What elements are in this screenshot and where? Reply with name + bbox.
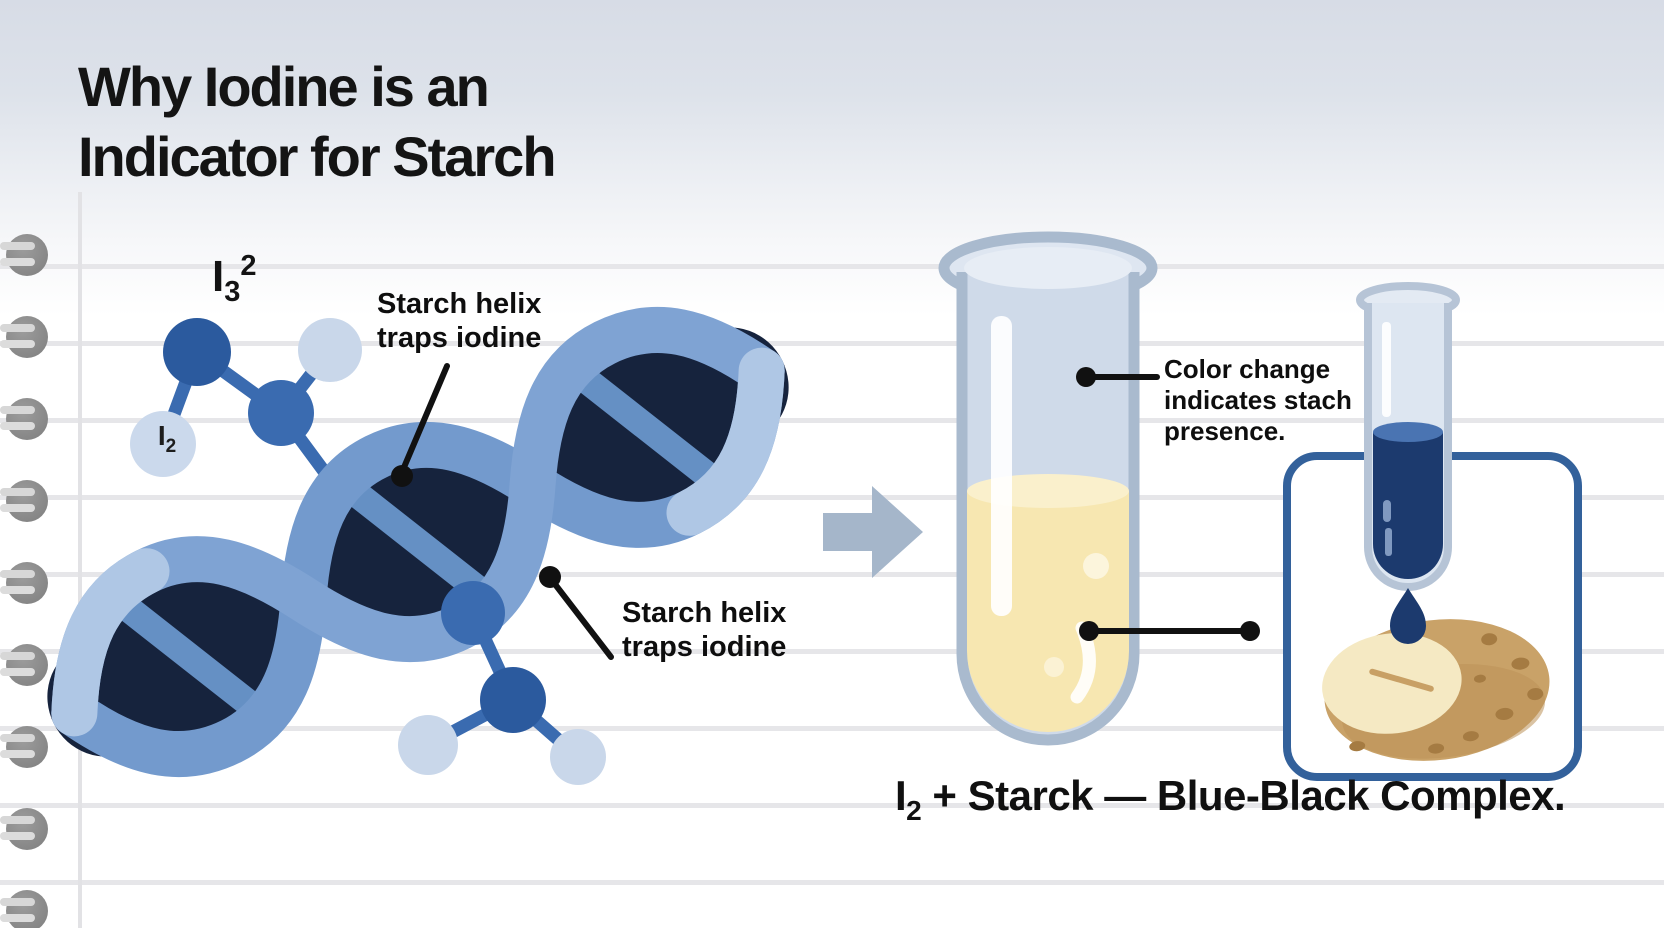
glass-highlight <box>991 316 1012 616</box>
iodine-molecule-label: I2 <box>146 420 188 457</box>
callout-line-text: presence. <box>1164 416 1286 446</box>
solution-surface <box>1373 422 1443 442</box>
iodine-atom <box>248 380 314 446</box>
potato-spot <box>1349 741 1366 752</box>
ruled-line <box>0 803 1664 808</box>
spiral-ring-icon <box>0 808 48 852</box>
starch-helix <box>47 306 789 778</box>
potato-spot <box>1428 743 1445 754</box>
potato-spot <box>1511 657 1530 670</box>
molecule-iodine-bottom <box>398 581 606 785</box>
equation-species: I <box>895 772 907 819</box>
helix-callout-top: Starch helix traps iodine <box>377 287 541 355</box>
callout-line-text: traps iodine <box>377 322 542 354</box>
equation-remainder: + Starck — Blue-Black Complex. <box>921 772 1566 819</box>
spiral-ring-icon <box>0 398 48 442</box>
potato-spot <box>1462 731 1479 742</box>
molecule-bonds <box>156 343 350 504</box>
iodine-atom-dark <box>480 667 546 733</box>
title-line-1: Why Iodine is an <box>78 55 490 118</box>
callout-line-text: Starch helix <box>377 288 542 320</box>
reaction-equation: I2 + Starck — Blue-Black Complex. <box>895 772 1566 826</box>
ruled-line <box>0 264 1664 269</box>
helix-strand-highlight <box>666 347 785 536</box>
callout-line <box>399 363 450 475</box>
callout-lines <box>391 363 1260 660</box>
page-title: Why Iodine is an Indicator for Starch <box>78 52 557 192</box>
potato-spot <box>1473 674 1486 683</box>
test-tube-navy <box>1356 282 1460 591</box>
spiral-ring-icon <box>0 890 48 928</box>
equation-subscript: 2 <box>906 795 922 826</box>
bubble <box>1083 553 1109 579</box>
ruled-line <box>0 572 1664 577</box>
callout-line <box>548 576 614 660</box>
iodine-atom <box>441 581 505 645</box>
iodine-subscript: 2 <box>165 436 177 457</box>
callout-dot <box>1240 621 1260 641</box>
bubble <box>1044 657 1064 677</box>
spiral-ring-icon <box>0 480 48 524</box>
callout-dot <box>539 566 561 588</box>
triiodide-subscript: 3 <box>224 276 241 308</box>
potato-slit <box>1369 668 1434 692</box>
spiral-ring-icon <box>0 726 48 770</box>
triiodide-label: I32 <box>212 250 257 308</box>
callout-line-text: traps iodine <box>622 631 787 663</box>
helix-strand-highlight <box>51 548 170 737</box>
arrow-right-icon <box>823 486 923 578</box>
title-line-2: Indicator for Starch <box>78 125 557 188</box>
callout-dot <box>391 465 413 487</box>
liquid-highlight <box>1385 528 1392 556</box>
spiral-ring-icon <box>0 644 48 688</box>
color-change-callout: Color change indicates stach presence. <box>1164 354 1352 447</box>
test-tube-yellow <box>938 231 1158 746</box>
tube-rim-inner <box>964 247 1132 289</box>
helix-callout-bottom: Starch helix traps iodine <box>622 596 786 664</box>
potato-spot <box>1481 633 1498 646</box>
glass-highlight <box>1382 322 1391 417</box>
callout-line-text: indicates stach <box>1164 385 1352 415</box>
liquid-highlight <box>1383 500 1391 522</box>
iodine-atom-light <box>550 729 606 785</box>
triiodide-superscript: 2 <box>240 250 257 282</box>
iodine-atom-dark <box>163 318 231 386</box>
spiral-ring-icon <box>0 562 48 606</box>
ruled-line <box>0 880 1664 885</box>
ruled-line <box>0 341 1664 346</box>
ruled-line <box>0 495 1664 500</box>
iodine-symbol: I <box>157 420 166 451</box>
potato-spot <box>1495 707 1514 721</box>
potato-flesh <box>1322 633 1462 734</box>
callout-line-text: Color change <box>1164 354 1331 384</box>
margin-line <box>78 192 82 928</box>
ruled-line <box>0 418 1664 423</box>
iodine-atom-light <box>298 318 362 382</box>
iodine-i2-atom <box>130 411 196 477</box>
helix-rungs <box>109 362 727 722</box>
spiral-ring-icon <box>0 234 48 278</box>
callout-line-text: Starch helix <box>622 597 787 629</box>
iodine-drop-icon <box>1390 588 1426 644</box>
potato <box>1322 619 1550 761</box>
callout-dot <box>1079 621 1099 641</box>
iodine-atom-light <box>398 715 458 775</box>
triiodide-symbol: I <box>212 252 225 301</box>
ruled-line <box>0 649 1664 654</box>
potato-spot <box>1527 688 1544 701</box>
callout-dot <box>1076 367 1096 387</box>
ruled-line <box>0 726 1664 731</box>
spiral-ring-icon <box>0 316 48 360</box>
